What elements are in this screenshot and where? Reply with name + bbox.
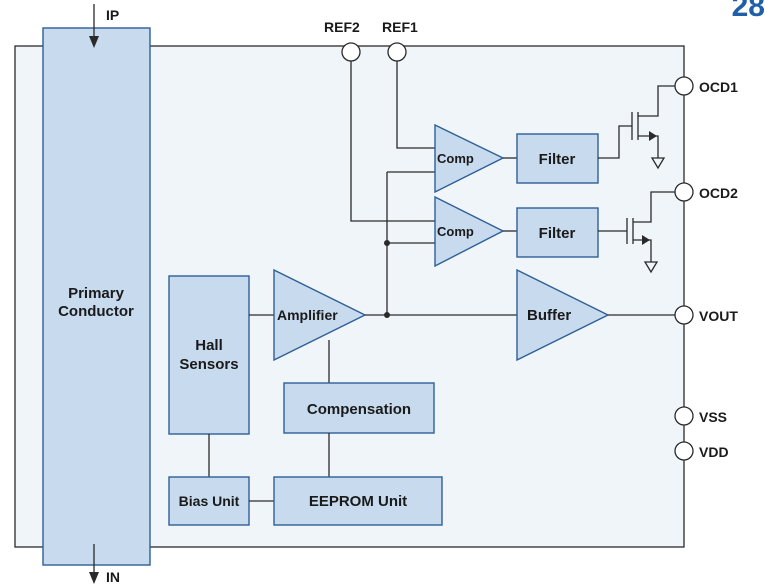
bias-unit-label: Bias Unit [179,493,240,509]
eeprom-unit-label: EEPROM Unit [309,493,407,510]
compensation-label: Compensation [307,401,411,418]
transistor-2-icon [598,191,675,274]
pin-ocd1-label: OCD1 [699,79,738,95]
pin-ref2-label: REF2 [324,19,360,35]
compensation-block [283,382,435,434]
comp1-block [434,123,505,194]
primary-conductor-block [42,27,151,566]
hall-sensors-label-2: Sensors [179,356,238,373]
filter1-label: Filter [539,151,576,168]
comp1-label: Comp [437,151,474,166]
ocd1-pin [674,76,694,96]
ip-arrow-icon [89,36,99,48]
comp2-block [434,195,505,268]
ref2-wire [350,61,435,222]
ref1-wire [396,61,435,149]
vdd-pin [674,441,694,461]
vss-pin [674,406,694,426]
pin-ocd2-label: OCD2 [699,185,738,201]
pin-vout-label: VOUT [699,308,738,324]
primary-conductor-label-2: Conductor [58,303,134,320]
ocd2-pin [674,182,694,202]
hall-sensors-block [168,275,250,435]
pin-vdd-label: VDD [699,444,729,460]
amplifier-label: Amplifier [277,307,338,323]
buffer-block [516,268,610,362]
corner-number: 28 [732,0,765,23]
pin-ip-label: IP [106,7,119,23]
ref1-pin [387,42,407,62]
transistor-1-icon [598,85,675,170]
pin-in-label: IN [106,569,120,585]
ref2-pin [341,42,361,62]
primary-conductor-label-1: Primary [68,285,125,302]
amplifier-block [273,268,367,362]
junction-dot-2 [384,240,390,246]
pin-ref1-label: REF1 [382,19,418,35]
filter2-label: Filter [539,225,576,242]
filter2-block [516,207,599,258]
eeprom-unit-block [273,476,443,526]
comp2-label: Comp [437,224,474,239]
vout-pin [674,305,694,325]
in-arrow-icon [89,572,99,584]
filter1-block [516,133,599,184]
pin-vss-label: VSS [699,409,727,425]
buffer-label: Buffer [527,307,571,324]
hall-sensors-label-1: Hall [195,337,223,354]
